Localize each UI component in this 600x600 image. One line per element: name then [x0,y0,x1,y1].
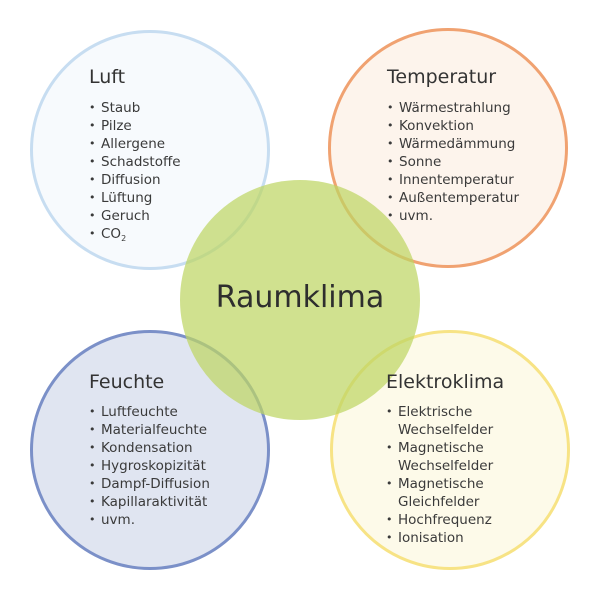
list-item: Staub [89,99,181,117]
center-label: Raumklima [215,280,385,315]
list-item: Sonne [387,153,519,171]
list-item: Dampf-Diffusion [89,475,210,493]
list-item: Hochfrequenz [386,511,493,529]
item-line: Gleichfelder [398,494,480,510]
list-item: Wärmedämmung [387,135,519,153]
feuchte-title: Feuchte [89,371,165,393]
list-item-co2: CO2 [89,225,181,248]
list-item: Geruch [89,207,181,225]
list-item: Innentemperatur [387,171,519,189]
co2-subscript: 2 [121,234,127,243]
item-line: Elektrische [398,404,473,420]
list-item: Diffusion [89,171,181,189]
co2-base: CO [101,226,122,242]
list-item: Allergene [89,135,181,153]
item-line: Magnetische [398,476,484,492]
list-item: Außentemperatur [387,189,519,207]
list-item: Konvektion [387,117,519,135]
list-item: Pilze [89,117,181,135]
raumklima-circle [180,180,420,420]
list-item: Wärmestrahlung [387,99,519,117]
item-line: Wechselfelder [398,458,494,474]
list-item: uvm. [89,511,210,529]
list-item: Kondensation [89,439,210,457]
list-item: Lüftung [89,189,181,207]
item-line: Wechselfelder [398,422,494,438]
list-item: Ionisation [386,529,493,547]
list-item: uvm. [387,207,519,225]
list-item: Schadstoffe [89,153,181,171]
list-item: Kapillaraktivität [89,493,210,511]
list-item: Hygroskopizität [89,457,210,475]
elektroklima-title: Elektroklima [386,371,505,393]
temperatur-list: Wärmestrahlung Konvektion Wärmedämmung S… [387,99,519,225]
luft-list: Staub Pilze Allergene Schadstoffe Diffus… [89,99,181,248]
item-line: Magnetische [398,440,484,456]
list-item: Luftfeuchte [89,403,210,421]
feuchte-list: Luftfeuchte Materialfeuchte Kondensation… [89,403,210,529]
temperatur-title: Temperatur [387,66,497,88]
list-item: Materialfeuchte [89,421,210,439]
luft-title: Luft [89,66,126,88]
